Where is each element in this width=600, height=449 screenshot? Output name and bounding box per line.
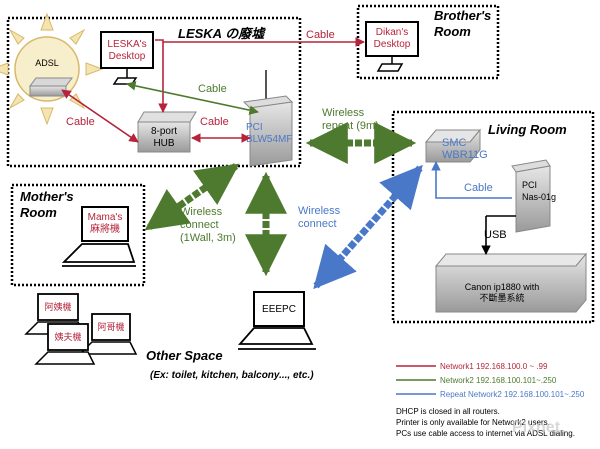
laptop-ayi-label: 阿姨機 xyxy=(44,301,71,312)
adsl-modem xyxy=(29,77,73,97)
note-pcs: PCs use cable access to internet via ADS… xyxy=(396,429,575,438)
mother-room-boundary xyxy=(10,183,146,287)
living-room-boundary xyxy=(391,110,595,324)
sun-icon xyxy=(0,12,104,126)
dikan-desktop-monitor xyxy=(365,21,419,72)
legend-n3: Repeat Network2 192.168.100.101~.250 xyxy=(440,390,585,399)
laptop-yifu-label: 姨夫機 xyxy=(54,331,81,342)
cable-desktop-pci-green xyxy=(126,81,259,115)
adsl-label: ADSL xyxy=(35,58,59,68)
cable-mid-label: Cable xyxy=(198,83,227,95)
cable-left-label: Cable xyxy=(66,116,95,128)
other-space-title: Other Space xyxy=(146,348,223,363)
leska-room-title: LESKA の廢墟 xyxy=(178,26,266,41)
note-printer: Printer is only available for Network2 u… xyxy=(396,418,550,427)
other-space-note: (Ex: toilet, kitchen, balcony..., etc.) xyxy=(150,370,314,381)
usb-label: USB xyxy=(484,229,507,241)
laptop-yifu xyxy=(34,323,96,365)
cable-top-label: Cable xyxy=(306,29,335,41)
wireless-eee-blue-arrow xyxy=(313,164,423,290)
leska-desktop-monitor xyxy=(100,31,154,85)
smc-router xyxy=(424,128,482,163)
cable-desktop-hub xyxy=(155,39,168,113)
mama-laptop xyxy=(61,206,136,267)
pci-nas-tower xyxy=(511,159,551,233)
canon-printer xyxy=(434,252,588,313)
legend-n1: Network1 192.168.100.0 ~ .99 xyxy=(440,362,548,371)
living-room-title: Living Room xyxy=(488,122,567,137)
watermark: Pixnet xyxy=(512,419,561,436)
cable-hub-label: Cable xyxy=(200,116,229,128)
legend-n2: Network2 192.168.100.101~.250 xyxy=(440,376,557,385)
eeepc-laptop xyxy=(238,291,316,350)
laptop-age xyxy=(78,313,138,355)
cable-living-label: Cable xyxy=(464,182,493,194)
laptop-age-label: 阿哥機 xyxy=(97,321,124,332)
cable-adsl-hub xyxy=(61,89,139,143)
eeepc-label: EEEPC xyxy=(262,304,296,315)
cable-smc-nas xyxy=(431,161,512,199)
note-dhcp: DHCP is closed in all routers. xyxy=(396,407,500,416)
pci-blw-tower xyxy=(242,70,294,167)
